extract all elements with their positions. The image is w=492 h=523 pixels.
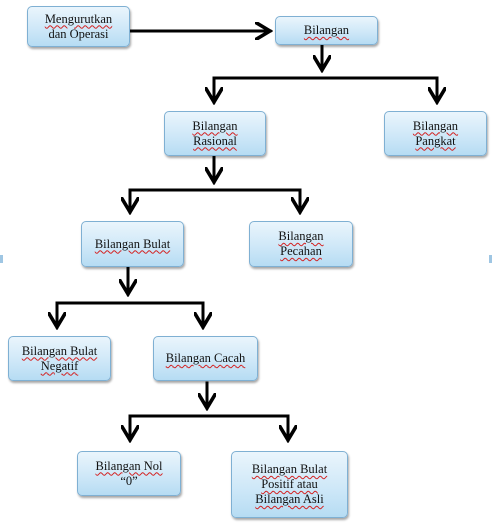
right-edge-mark [489,255,492,263]
node-rasional-line1: Bilangan [192,118,238,133]
node-positif-line1: Bilangan Bulat [251,462,328,476]
node-bilangan: Bilangan [275,16,378,45]
left-edge-mark [0,255,3,263]
node-mengurutkan-dan-operasi: Mengurutkan dan Operasi [27,6,130,47]
bracket-bulat-pecahan [128,188,302,214]
node-bilangan-pecahan: Bilangan Pecahan [249,221,353,267]
node-mengurutkan-line1: Mengurutkan [44,11,113,26]
node-nol-line2: “0” [120,473,138,488]
node-bilangan-cacah: Bilangan Cacah [153,336,258,381]
node-bilangan-bulat-positif: Bilangan Bulat Positif atau Bilangan Asl… [231,451,348,518]
bracket-nol-positif [128,414,290,442]
node-positif-line3: Bilangan Asli [255,492,324,506]
bracket-rasional-pangkat [212,76,439,104]
bracket-negatif-cacah [55,301,205,329]
node-mengurutkan-line2: dan Operasi [48,26,109,41]
node-negatif-line1: Bilangan Bulat [21,343,98,358]
node-rasional-line2: Rasional [193,133,237,148]
node-bilangan-rasional: Bilangan Rasional [164,111,266,156]
node-bulat-line1: Bilangan Bulat [94,236,171,251]
node-negatif-line2: Negatif [40,358,79,373]
node-bilangan-pangkat: Bilangan Pangkat [384,111,487,156]
node-positif-line2: Positif atau [261,477,318,491]
node-nol-line1: Bilangan Nol [95,458,163,473]
node-pecahan-line2: Pecahan [280,244,322,258]
node-bilangan-bulat-negatif: Bilangan Bulat Negatif [8,336,111,381]
node-bilangan-bulat: Bilangan Bulat [81,221,184,267]
node-bilangan-nol: Bilangan Nol “0” [77,451,181,496]
node-pangkat-line2: Pangkat [415,133,456,148]
node-bilangan-line1: Bilangan [303,23,350,37]
node-pecahan-line1: Bilangan [278,229,324,243]
node-cacah-line1: Bilangan Cacah [165,351,246,365]
node-pangkat-line1: Bilangan [412,118,459,133]
